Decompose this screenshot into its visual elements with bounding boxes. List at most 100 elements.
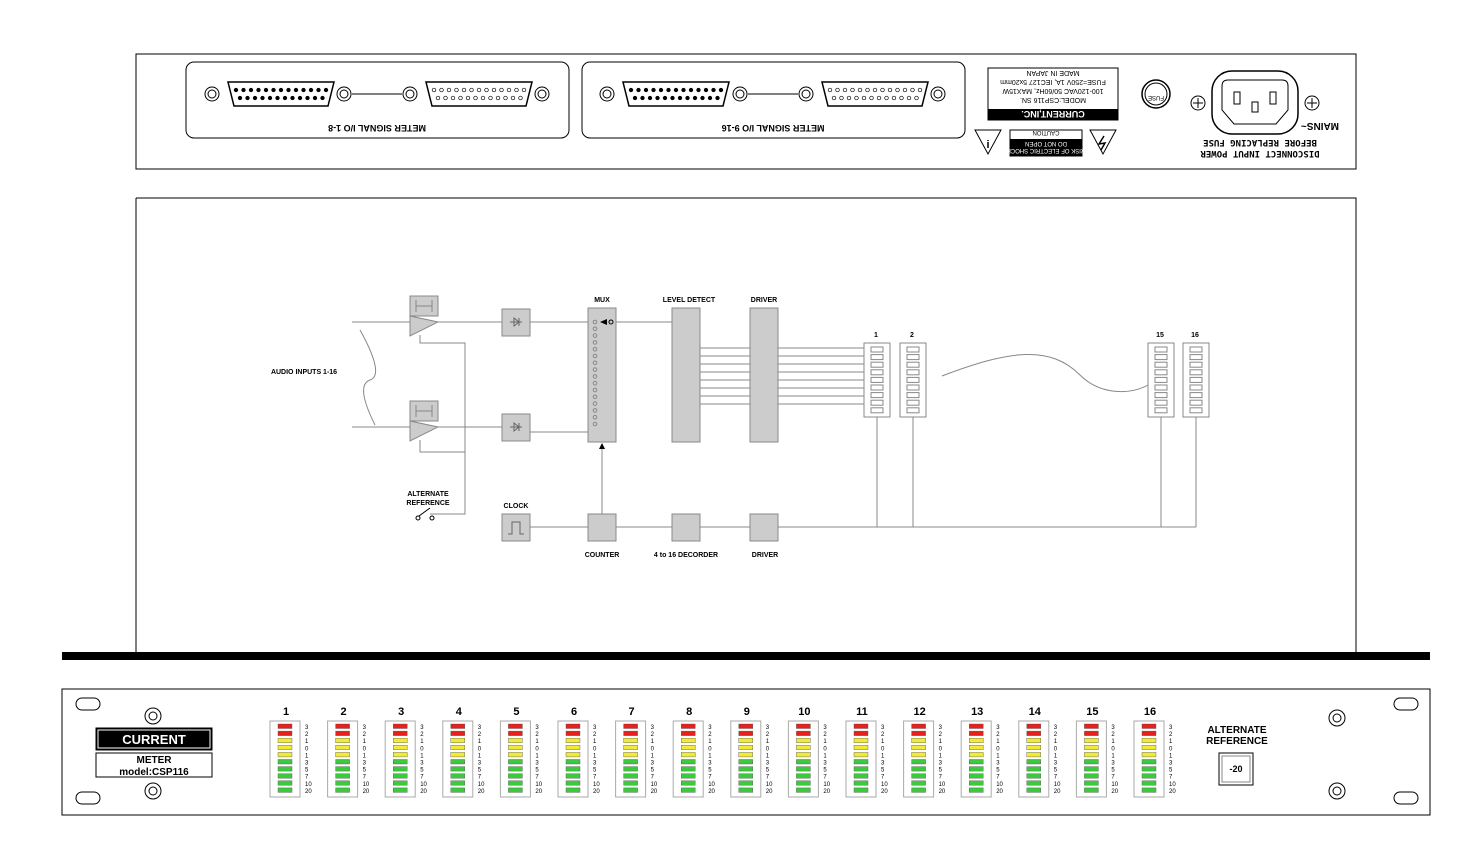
- meter-led: [393, 723, 408, 729]
- connector-group-1-8: METER SIGNAL I/O 1-8: [185, 61, 570, 139]
- channel-number: 11: [856, 706, 868, 718]
- meter-led: [623, 759, 638, 765]
- meter-led: [623, 766, 638, 772]
- meter-led: [450, 752, 465, 758]
- rack-slot: [1393, 697, 1419, 711]
- meter-led: [738, 730, 753, 736]
- screw-icon: [144, 782, 162, 800]
- caution-line: CAUTION: [1033, 129, 1060, 135]
- meter-led: [508, 787, 523, 793]
- scale-tick-label: 10: [1111, 782, 1118, 788]
- meter-led: [853, 780, 869, 786]
- scale-tick-label: 1: [1169, 753, 1173, 759]
- scale-tick-label: 1: [420, 753, 424, 759]
- meter-led: [738, 723, 753, 729]
- scale-tick-label: 3: [593, 725, 597, 731]
- caution-line: RISK OF ELECTRIC SHOCK: [1007, 147, 1085, 153]
- scale-tick-label: 20: [708, 789, 715, 795]
- meter-led: [565, 773, 581, 779]
- meter-led: [335, 738, 350, 743]
- meter-led: [1141, 759, 1157, 765]
- meter-led: [508, 766, 523, 772]
- scale-tick-label: 3: [651, 761, 655, 767]
- counter-block: [587, 513, 617, 542]
- scale-tick-label: 1: [1111, 739, 1115, 745]
- meter-led: [911, 738, 926, 743]
- scale-tick-label: 1: [766, 739, 770, 745]
- alt-ref-button[interactable]: -20: [1218, 752, 1254, 786]
- mains-label: MAINS~: [1301, 120, 1339, 131]
- svg-text:i: i: [986, 139, 989, 151]
- scale-tick-label: 7: [823, 775, 827, 781]
- scale-tick-label: 2: [363, 732, 367, 738]
- scale-tick-label: 3: [363, 761, 367, 767]
- meter-led: [565, 787, 581, 793]
- brand-name: CURRENT: [122, 732, 186, 747]
- scale-tick-label: 20: [1169, 789, 1176, 795]
- meter-led: [911, 752, 926, 758]
- section-divider: [62, 652, 1430, 660]
- scale-tick-label: 1: [420, 739, 424, 745]
- channel-number: 4: [456, 706, 463, 718]
- scale-tick-label: 1: [593, 739, 597, 745]
- meter-led: [565, 752, 581, 758]
- screw-icon: [1328, 782, 1346, 800]
- meter-led: [335, 787, 350, 793]
- scale-tick-label: 1: [593, 753, 597, 759]
- scale-tick-label: 1: [651, 753, 655, 759]
- meter-led: [277, 723, 293, 729]
- scale-tick-label: 1: [1054, 739, 1058, 745]
- meter-led: [277, 752, 293, 758]
- meter-led: [853, 759, 869, 765]
- scale-tick-label: 3: [305, 725, 309, 731]
- meter-led: [738, 738, 753, 743]
- scale-tick-label: 10: [939, 782, 946, 788]
- alt-ref-panel-label: REFERENCE: [1206, 736, 1268, 747]
- driver-bottom-label: DRIVER: [752, 552, 778, 559]
- meter-led: [1026, 766, 1042, 772]
- scale-tick-label: 7: [881, 775, 885, 781]
- meter-led: [508, 773, 523, 779]
- caution-label: i CAUTION RISK OF ELECTRIC SHOCK DO NOT …: [974, 129, 1117, 157]
- meter-led: [335, 730, 350, 736]
- meter-led: [853, 738, 869, 743]
- meter-led: [1141, 730, 1157, 736]
- fuse-holder-icon: FUSE: [1141, 79, 1171, 109]
- meter-led: [738, 773, 753, 779]
- meter-led: [681, 752, 696, 758]
- meter-led: [853, 766, 869, 772]
- scale-tick-label: 20: [1054, 789, 1061, 795]
- meter-led: [1084, 723, 1099, 729]
- scale-tick-label: 3: [996, 725, 1000, 731]
- scale-tick-label: 3: [1111, 761, 1115, 767]
- connector-box: [185, 61, 570, 139]
- connector-box: [581, 61, 966, 139]
- meter-led: [853, 723, 869, 729]
- meter-led: [911, 730, 926, 736]
- connector-group-9-16: METER SIGNAL I/O 9-16: [581, 61, 966, 139]
- meter-led: [1084, 787, 1099, 793]
- alt-ref-label: REFERENCE: [406, 500, 450, 507]
- scale-tick-label: 2: [593, 732, 597, 738]
- rack-slot: [75, 791, 101, 805]
- warning-line: BEFORE REPLACING FUSE: [1203, 137, 1317, 147]
- scale-tick-label: 3: [708, 725, 712, 731]
- meter-led: [796, 745, 811, 750]
- meter-led: [335, 752, 350, 758]
- meter-led: [681, 738, 696, 743]
- meter-led: [335, 773, 350, 779]
- scale-tick-label: 3: [651, 725, 655, 731]
- meter-led: [277, 773, 293, 779]
- scale-tick-label: 2: [1054, 732, 1058, 738]
- meter-led: [393, 787, 408, 793]
- meter-led: [277, 730, 293, 736]
- diagram-meter: 15: [1147, 332, 1175, 527]
- scale-tick-label: 3: [478, 761, 482, 767]
- meter-led: [796, 780, 811, 786]
- scale-tick-label: 5: [766, 768, 770, 774]
- warning-line: DISCONNECT INPUT POWER: [1200, 148, 1320, 158]
